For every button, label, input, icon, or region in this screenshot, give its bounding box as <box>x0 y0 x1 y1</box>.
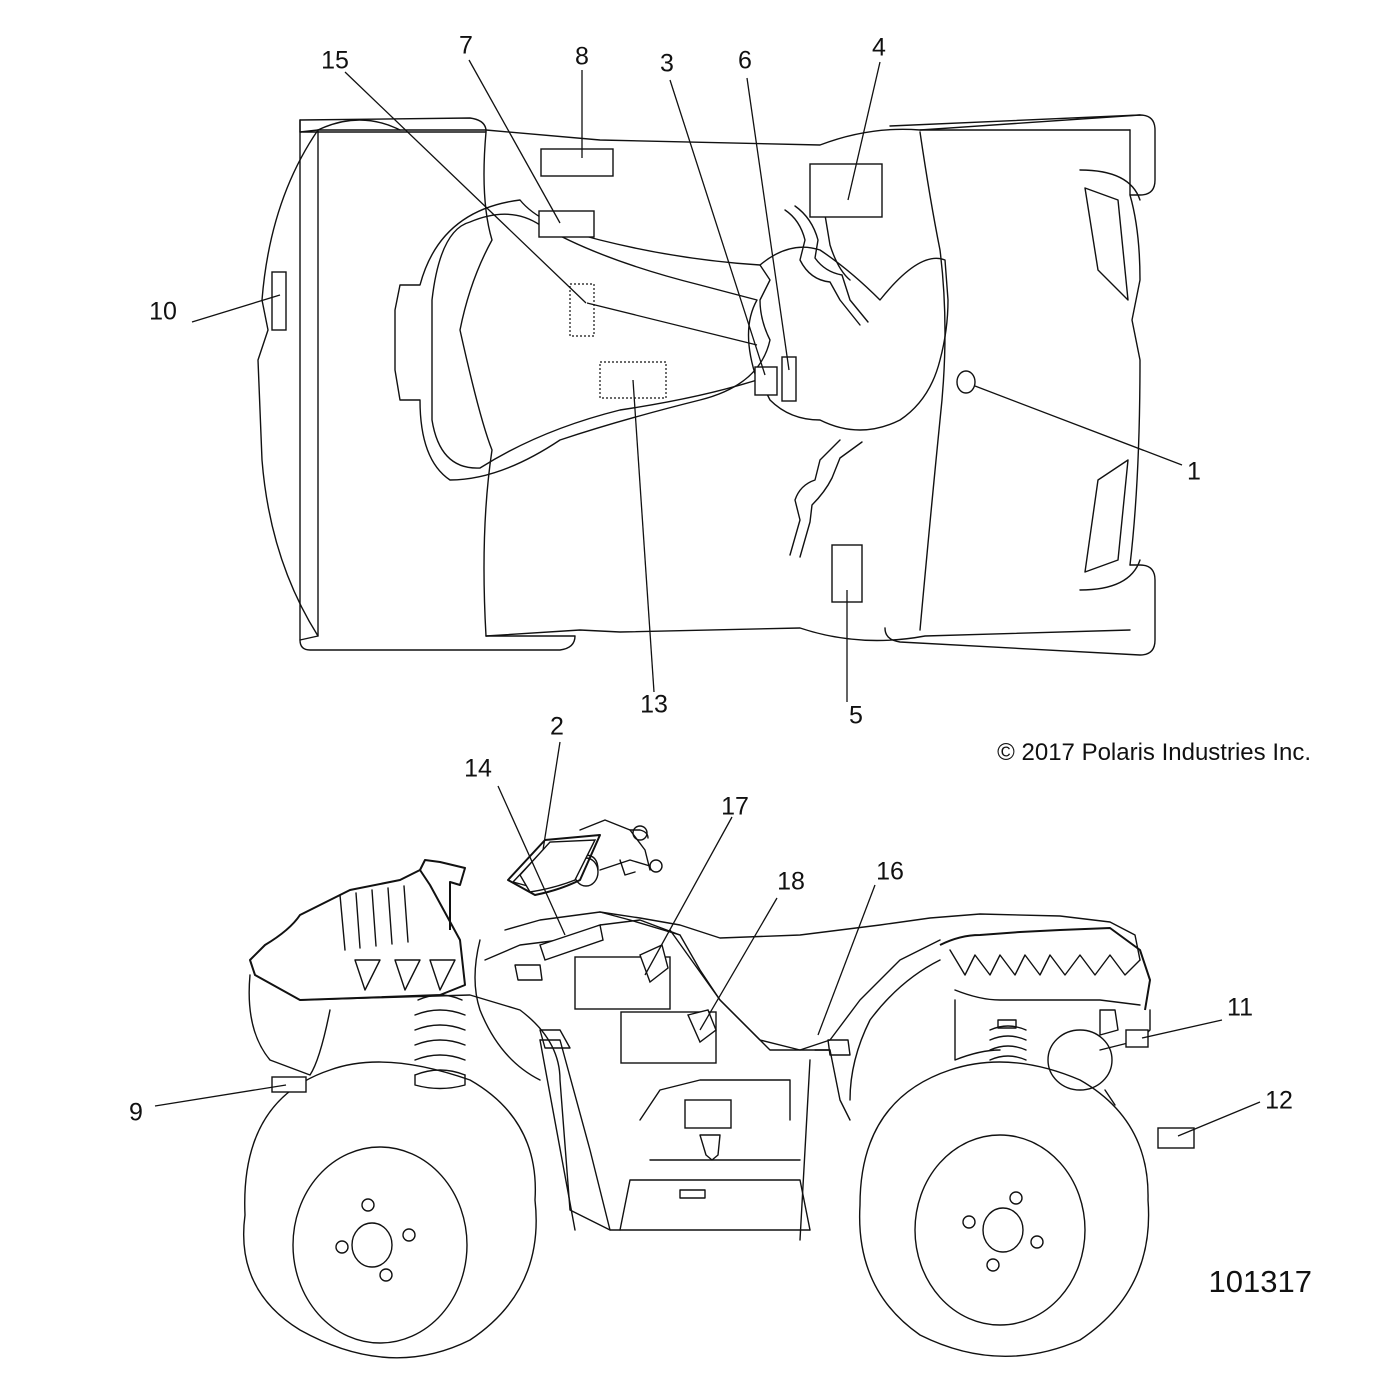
decal-6-rect <box>781 356 797 402</box>
callout-6: 6 <box>738 47 752 75</box>
callout-13: 13 <box>640 691 668 719</box>
callout-15: 15 <box>321 47 349 75</box>
callout-2: 2 <box>550 713 564 741</box>
decal-13-rect <box>599 361 667 399</box>
decal-9-rect <box>271 1076 307 1093</box>
callout-7: 7 <box>459 32 473 60</box>
copyright-notice: © 2017 Polaris Industries Inc. <box>997 739 1311 766</box>
decal-11-rect <box>1125 1029 1149 1048</box>
decal-10-rect <box>271 271 287 331</box>
callout-12: 12 <box>1265 1087 1293 1115</box>
callout-18: 18 <box>777 868 805 896</box>
decal-14-shape <box>539 924 604 961</box>
callout-5: 5 <box>849 702 863 730</box>
callout-11: 11 <box>1227 994 1253 1022</box>
top-view-vehicle <box>257 114 1156 656</box>
decal-8-rect <box>540 148 614 177</box>
callout-17: 17 <box>721 793 749 821</box>
callout-4: 4 <box>872 34 886 62</box>
callout-1: 1 <box>1187 458 1201 486</box>
decal-3-rect <box>754 366 778 396</box>
callout-16: 16 <box>876 858 904 886</box>
side-view-vehicle <box>243 819 1151 1359</box>
callout-10: 10 <box>149 298 177 326</box>
diagram-code: 101317 <box>1209 1264 1312 1299</box>
decal-15-rect <box>569 283 595 337</box>
leader-lines <box>154 59 1261 1137</box>
decal-7-rect <box>538 210 595 238</box>
callout-9: 9 <box>129 1099 143 1127</box>
callout-14: 14 <box>464 755 492 783</box>
decal-1-ellipse <box>956 370 976 394</box>
callout-8: 8 <box>575 43 589 71</box>
callout-3: 3 <box>660 50 674 78</box>
decal-2-shape <box>519 839 597 893</box>
decal-4-rect <box>809 163 883 218</box>
